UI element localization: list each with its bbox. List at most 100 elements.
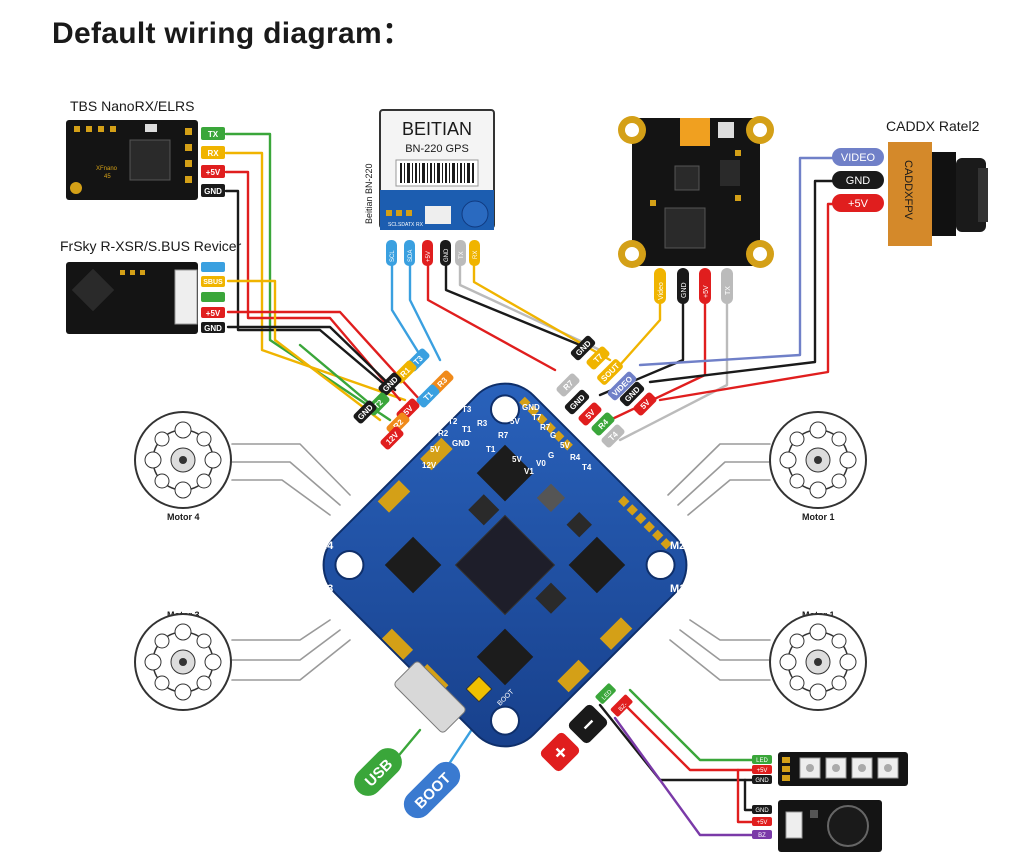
boot-button[interactable]: BOOT	[398, 756, 466, 824]
svg-text:BZ: BZ	[606, 692, 618, 704]
wire-gps-sda	[408, 260, 442, 362]
svg-text:SDA: SDA	[398, 222, 409, 228]
svg-text:GND: GND	[755, 778, 769, 784]
camera-label: CADDX Ratel2	[886, 118, 980, 134]
tbs-chip-label-2: 45	[104, 174, 111, 180]
motor-4	[134, 411, 232, 509]
svg-text:V1: V1	[524, 467, 534, 476]
flight-controller: M4 M3 M2 M1 BOOT LED BZ	[318, 382, 688, 748]
power-minus-pad: −	[568, 704, 608, 744]
wire-cam-5v	[658, 202, 834, 402]
gps-brand: BEITIAN	[402, 119, 472, 139]
buzzer	[778, 800, 882, 852]
svg-text:BZ-: BZ-	[618, 702, 629, 713]
svg-text:RX: RX	[416, 222, 424, 228]
motor-pad-m4: M4	[318, 540, 334, 552]
svg-text:R7: R7	[540, 423, 551, 432]
svg-text:R4: R4	[570, 453, 581, 462]
svg-text:TX: TX	[459, 251, 465, 259]
svg-text:5V: 5V	[560, 441, 570, 450]
camera-brand: CADDXFPV	[902, 160, 914, 221]
wire-tbs-rx	[224, 151, 407, 402]
svg-text:GND: GND	[681, 282, 688, 298]
boot-button-pad	[465, 675, 493, 703]
svg-text:+5V: +5V	[206, 168, 221, 177]
wire-cam-video	[638, 156, 834, 367]
svg-text:VIDEO: VIDEO	[841, 152, 876, 164]
frsky-receiver-label: FrSky R-XSR/S.BUS Revicer	[60, 238, 242, 254]
svg-text:GND: GND	[522, 403, 540, 412]
wire-gps-5v	[426, 260, 557, 372]
svg-text:T1: T1	[462, 425, 472, 434]
motor-4-label: Motor 4	[167, 512, 200, 522]
svg-text:R2: R2	[416, 431, 427, 440]
buzzer-pin-labels: GND +5V BZ	[752, 805, 772, 839]
svg-text:12V: 12V	[422, 461, 437, 470]
wire-gps-scl	[390, 260, 422, 357]
wire-frsky-5v	[226, 310, 422, 402]
gps-pin-labels: SCL SDA +5V GND TX RX	[386, 240, 480, 266]
svg-text:TX: TX	[408, 222, 415, 228]
svg-text:+5V: +5V	[757, 768, 768, 774]
svg-text:R2: R2	[438, 429, 449, 438]
wire-frsky-sbus	[226, 279, 382, 422]
vtx-pin-labels: Video GND +5V TX	[654, 268, 733, 304]
gps-barcode	[395, 159, 479, 187]
wire-tbs-tx	[224, 132, 392, 422]
svg-text:SCL: SCL	[388, 222, 398, 228]
led-strip	[778, 752, 908, 786]
svg-text:TX: TX	[725, 286, 732, 295]
svg-text:G: G	[550, 431, 556, 440]
usb-button[interactable]: USB	[348, 742, 407, 801]
camera-pin-labels: VIDEO GND +5V	[832, 148, 884, 212]
wire-tbs-gnd	[224, 189, 387, 387]
svg-text:GND: GND	[846, 175, 871, 187]
svg-text:T1: T1	[486, 445, 496, 454]
svg-text:T2: T2	[404, 445, 414, 454]
wire-vtx-video	[618, 298, 662, 367]
motor-3	[134, 613, 232, 711]
svg-text:GND: GND	[755, 808, 769, 814]
svg-text:RX: RX	[473, 251, 479, 259]
svg-text:SBUS: SBUS	[203, 279, 223, 286]
svg-text:G: G	[548, 451, 554, 460]
svg-text:GND: GND	[204, 324, 222, 333]
svg-text:+5V: +5V	[426, 251, 432, 262]
tbs-receiver-label: TBS NanoRX/ELRS	[70, 98, 195, 114]
fc-silkscreen-labels: T3 R3 T1 T2 R2 GND 5V R2 T2 12V GND 5V T…	[404, 403, 592, 476]
svg-text:V0: V0	[536, 459, 546, 468]
vtx-module	[618, 116, 774, 268]
usb-port	[394, 661, 466, 733]
frsky-receiver	[66, 262, 198, 334]
svg-text:SCL: SCL	[390, 250, 396, 262]
svg-text:GND: GND	[452, 439, 470, 448]
wire-frsky-gnd	[226, 325, 397, 392]
svg-text:BZ: BZ	[758, 833, 766, 839]
svg-text:T2: T2	[448, 417, 458, 426]
gps-side-label: Beitian BN-220	[364, 163, 374, 224]
wire-vtx-tx	[618, 298, 729, 442]
svg-text:T3: T3	[462, 405, 472, 414]
svg-text:5V: 5V	[430, 445, 440, 454]
wire-cam-gnd	[648, 179, 834, 384]
svg-text:TX: TX	[208, 130, 219, 139]
svg-text:T7: T7	[532, 413, 542, 422]
page-title: Default wiring diagram：	[52, 17, 413, 50]
svg-text:R7: R7	[498, 431, 509, 440]
svg-text:GND: GND	[204, 187, 222, 196]
frsky-pin-labels: SBUS +5V GND	[201, 262, 225, 333]
svg-text:+5V: +5V	[757, 820, 768, 826]
motor-pad-m1: M1	[670, 583, 685, 595]
wires	[224, 132, 834, 837]
svg-text:5V: 5V	[512, 455, 522, 464]
gps-module: BEITIAN BN-220 GPS SCL SDA TX RX Beitian…	[364, 109, 495, 230]
power-plus-pad: +	[540, 732, 580, 772]
tbs-pin-labels: TX RX +5V GND	[201, 127, 225, 197]
motor-1-bottom	[769, 613, 867, 711]
svg-text:GND: GND	[444, 248, 450, 262]
motor-pad-m2: M2	[670, 540, 685, 552]
svg-text:5V: 5V	[510, 417, 520, 426]
svg-text:R3: R3	[477, 419, 488, 428]
motor-pad-m3: M3	[318, 583, 333, 595]
